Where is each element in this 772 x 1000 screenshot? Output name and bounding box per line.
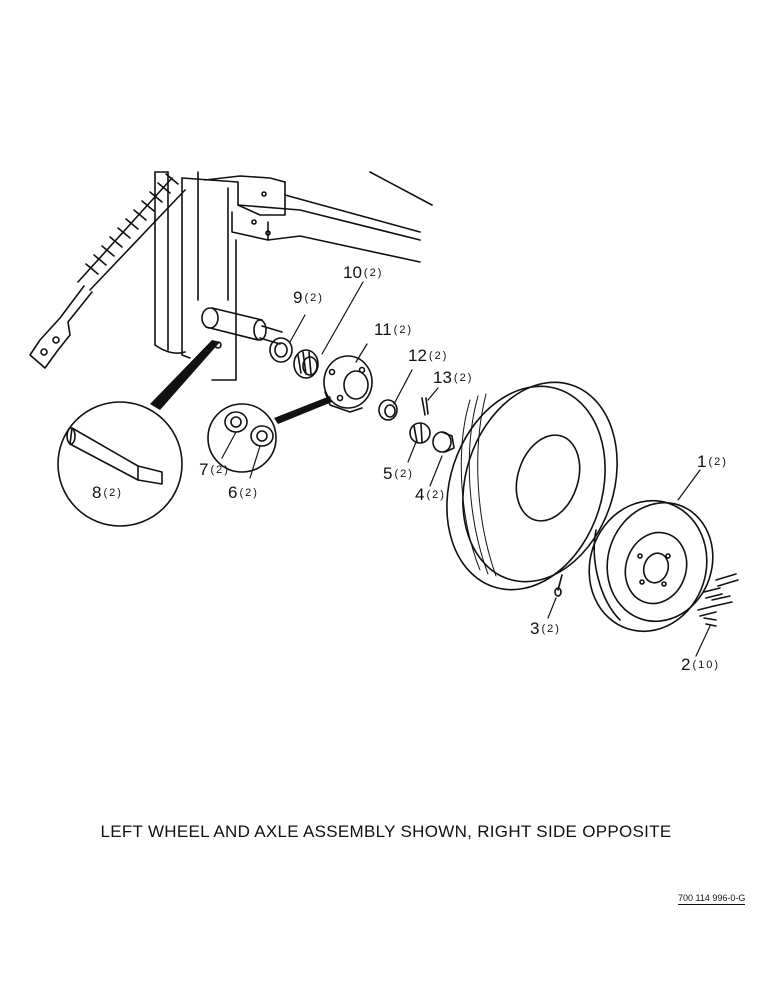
callout-2-qty: (10) <box>692 659 721 671</box>
balloon-leader-cups <box>274 396 332 424</box>
callout-3-qty: (2) <box>541 623 561 635</box>
rim-part-1 <box>588 499 714 633</box>
callout-11: 11(2) <box>374 321 413 338</box>
figure-caption: LEFT WHEEL AND AXLE ASSEMBLY SHOWN, RIGH… <box>100 822 672 841</box>
spring-assembly <box>29 173 186 369</box>
callout-12: 12(2) <box>408 347 448 364</box>
callout-4: 4(2) <box>415 486 446 503</box>
tire <box>446 381 618 591</box>
callout-13-qty: (2) <box>453 372 474 384</box>
cotter-pin-part-13 <box>421 397 429 416</box>
callout-leaders <box>221 281 711 657</box>
machine-frame <box>154 171 433 381</box>
callout-10-qty: (2) <box>363 267 384 279</box>
callout-7-number: 7 <box>199 460 209 479</box>
callout-9-qty: (2) <box>304 292 324 304</box>
callout-8: 8(2) <box>92 484 123 501</box>
callout-1-number: 1 <box>697 452 707 471</box>
balloon-leader-8 <box>150 340 220 410</box>
callout-1-qty: (2) <box>708 456 728 468</box>
callout-9: 9(2) <box>293 289 324 306</box>
dust-cap-part-4 <box>432 431 455 453</box>
callout-6-qty: (2) <box>239 487 259 499</box>
callout-9-number: 9 <box>293 288 303 307</box>
callout-8-qty: (2) <box>103 487 123 499</box>
callout-6-number: 6 <box>228 483 238 502</box>
callout-5: 5(2) <box>383 465 414 482</box>
callout-3-number: 3 <box>530 619 540 638</box>
callout-12-qty: (2) <box>428 350 449 362</box>
callout-4-qty: (2) <box>426 489 446 501</box>
wheel-bolts-part-2 <box>697 573 739 627</box>
callout-12-number: 12 <box>408 346 427 365</box>
callout-3: 3(2) <box>530 620 561 637</box>
bearing-cone-part-10 <box>293 349 319 379</box>
valve-stem-part-3 <box>554 574 563 597</box>
callout-11-number: 11 <box>374 320 392 339</box>
slotted-nut-part-5 <box>409 422 431 444</box>
callout-10: 10(2) <box>343 264 383 281</box>
hub-part-11 <box>323 355 373 413</box>
callout-7: 7(2) <box>199 461 230 478</box>
callout-4-number: 4 <box>415 485 425 504</box>
detail-balloon-spindle <box>57 401 183 527</box>
callout-10-number: 10 <box>343 263 362 282</box>
callout-7-qty: (2) <box>210 464 230 476</box>
callout-1: 1(2) <box>697 453 728 470</box>
callout-8-number: 8 <box>92 483 102 502</box>
drawing-number: 700 114 996-0-G <box>678 893 746 905</box>
callout-5-number: 5 <box>383 464 393 483</box>
bearing-cup-part-9 <box>269 337 293 363</box>
axle-spindle <box>201 307 283 349</box>
callout-13: 13(2) <box>433 369 473 386</box>
callout-5-qty: (2) <box>394 468 414 480</box>
bearing-cone-part-12 <box>378 399 398 421</box>
callout-6: 6(2) <box>228 484 259 501</box>
callout-11-qty: (2) <box>393 324 414 336</box>
callout-2-number: 2 <box>681 655 691 674</box>
callout-2: 2(10) <box>681 656 720 673</box>
callout-13-number: 13 <box>433 368 452 387</box>
